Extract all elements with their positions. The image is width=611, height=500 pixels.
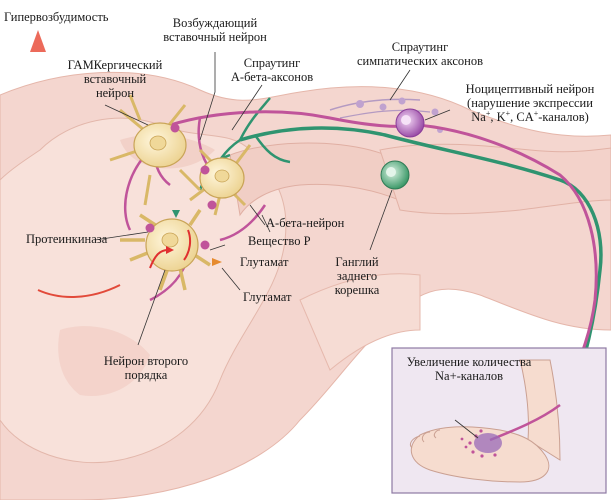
label-second-order-neuron: Нейрон второго порядка [86, 354, 206, 382]
hyperexcitability-arrowhead [30, 30, 46, 52]
label-line: Na+, K+, CA+-каналов) [450, 110, 610, 124]
label-line: А-бета-аксонов [217, 70, 327, 84]
label-ca: , CA [510, 110, 534, 124]
label-glutamate-1: Глутамат [240, 255, 288, 269]
label-abeta-neuron: А-бета-нейрон [266, 216, 344, 230]
label-line: симпатических аксонов [350, 54, 490, 68]
terminal [171, 124, 180, 133]
label-line: вставочный [60, 72, 170, 86]
label-k: , K [490, 110, 505, 124]
label-line: Спраутинг [350, 40, 490, 54]
nociceptive-neuron-body [396, 109, 424, 137]
label-drg: Ганглий заднего корешка [322, 255, 392, 297]
label-line: заднего [322, 269, 392, 283]
label-line: Увеличение количества [394, 355, 544, 369]
label-line: Спраутинг [217, 56, 327, 70]
terminal [201, 241, 210, 250]
label-line: вставочный нейрон [150, 30, 280, 44]
terminal [146, 224, 155, 233]
label-abeta-sprouting: Спраутинг А-бета-аксонов [217, 56, 327, 84]
label-line: Ганглий [322, 255, 392, 269]
label-excitatory-interneuron: Возбуждающий вставочный нейрон [150, 16, 280, 44]
label-line: Ноцицептивный нейрон [450, 82, 610, 96]
na-channel-cluster [474, 433, 502, 453]
label-line: Na+-каналов [394, 369, 544, 383]
a-beta-neuron-body [381, 161, 409, 189]
label-line: Нейрон второго [86, 354, 206, 368]
label-gaba-interneuron: ГАМКергический вставочный нейрон [60, 58, 170, 100]
label-na-channels: Увеличение количества Na+-каналов [394, 355, 544, 383]
label-line: порядка [86, 368, 206, 382]
label-substance-p: Вещество Р [248, 234, 311, 248]
label-line: Возбуждающий [150, 16, 280, 30]
label-line: корешка [322, 283, 392, 297]
label-nociceptive-neuron: Ноцицептивный нейрон (нарушение экспресс… [450, 82, 610, 124]
label-sympathetic-sprouting: Спраутинг симпатических аксонов [350, 40, 490, 68]
terminal [208, 201, 217, 210]
label-line: нейрон [60, 86, 170, 100]
label-na: Na [471, 110, 486, 124]
label-protein-kinase: Протеинкиназа [26, 232, 107, 246]
label-line: ГАМКергический [60, 58, 170, 72]
label-glutamate-2: Глутамат [243, 290, 291, 304]
label-channels: -каналов) [538, 110, 589, 124]
label-line: (нарушение экспрессии [450, 96, 610, 110]
label-hyperexcitability: Гипервозбудимость [4, 10, 109, 24]
terminal [201, 166, 210, 175]
